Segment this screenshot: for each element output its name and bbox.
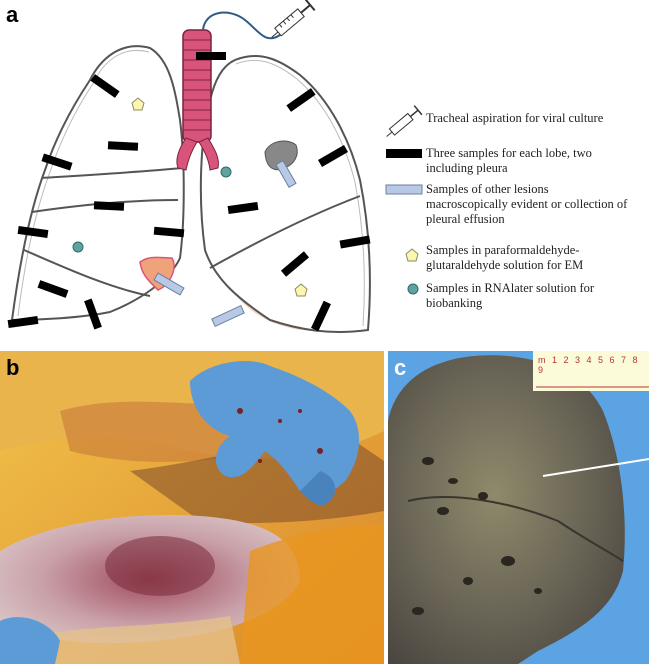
- legend-item-4-text: Samples in RNAlater solution for biobank…: [426, 281, 595, 310]
- legend-item-3-text: Samples in paraformaldehyde-glutaraldehy…: [426, 243, 584, 272]
- yellow-pentagon-marker: [131, 97, 145, 111]
- lesion-grey-right: [264, 140, 298, 171]
- legend-yellow-pentagon-icon: [405, 248, 419, 262]
- teal-circle-marker: [72, 241, 84, 253]
- right-lung-outline: [10, 45, 185, 322]
- blue-glove-hand: [0, 361, 360, 664]
- right-lung-fissure-3: [23, 249, 151, 297]
- legend-light-blue-bar-icon: [385, 184, 423, 195]
- legend-syringe-icon: [386, 105, 423, 137]
- left-lung-fissure: [209, 195, 361, 269]
- teal-circle-marker: [220, 166, 232, 178]
- black-sample-bars: [7, 52, 371, 332]
- panel-b-autopsy-photo: b: [0, 351, 384, 664]
- aspiration-tube: [202, 11, 281, 40]
- left-lung-outline: [199, 55, 371, 333]
- right-lung-fissure-1: [41, 167, 183, 179]
- legend-teal-circle-icon: [407, 283, 419, 295]
- legend-item-0-text: Tracheal aspiration for viral culture: [426, 111, 604, 125]
- syringe-icon: [271, 0, 316, 38]
- panel-c-label: c: [394, 355, 407, 380]
- yellow-pentagon-marker: [294, 283, 308, 297]
- lung-schematic: [7, 0, 423, 333]
- measurement-ruler: [533, 351, 649, 391]
- pointer-line: [542, 458, 649, 477]
- ruler-scale-text: m 1 2 3 4 5 6 7 8 9: [538, 355, 640, 375]
- legend-item-2-text: Samples of other lesions macroscopically…: [426, 182, 628, 226]
- legend-item-1-text: Three samples for each lobe, two includi…: [426, 146, 592, 175]
- light-blue-sample-bars: [153, 160, 297, 328]
- lung-section: [388, 355, 625, 664]
- legend-black-bar-icon: [386, 149, 422, 158]
- autopsy-photo-illustration: [0, 351, 384, 664]
- panel-c-lung-section-photo: m 1 2 3 4 5 6 7 8 9 c: [388, 351, 649, 664]
- panel-a-lung-diagram: a: [6, 0, 628, 333]
- panel-a-label: a: [6, 2, 19, 27]
- lung-section-illustration: [388, 351, 649, 664]
- panel-b-label: b: [6, 355, 20, 380]
